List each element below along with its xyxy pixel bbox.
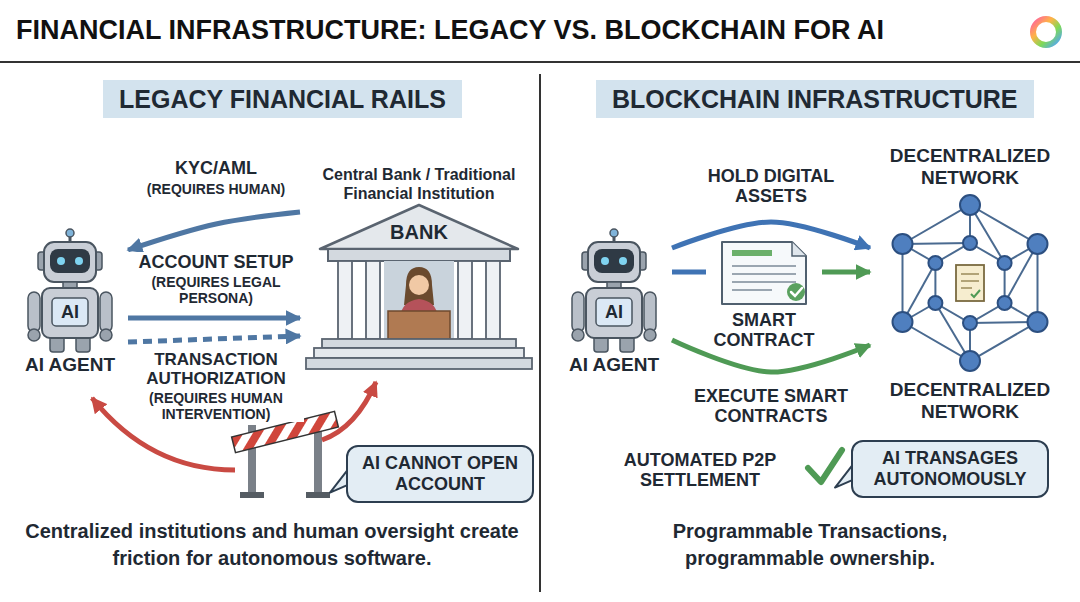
edge-label: TRANSACTION AUTHORIZATION xyxy=(128,350,304,388)
logo-ring xyxy=(1033,19,1059,45)
node-sublabel: DECENTRALIZED NETWORK xyxy=(870,379,1070,423)
edge-label: EXECUTE SMART CONTRACTS xyxy=(676,386,866,426)
node-label: SMART CONTRACT xyxy=(706,310,822,350)
panel-divider xyxy=(539,74,541,592)
node-label: AI CANNOT OPEN ACCOUNT xyxy=(360,453,520,495)
node-label: AI xyxy=(556,302,672,322)
bank-building: Central Bank / Traditional Financial Ins… xyxy=(300,145,538,370)
edge-label: KYC/AML xyxy=(128,158,304,178)
node-sublabel: AI AGENT xyxy=(12,354,128,376)
node-label: BLOCKCHAIN INFRASTRUCTURE xyxy=(612,83,1018,115)
blocked-arrow xyxy=(322,382,376,440)
ai-agent-robot-drawing xyxy=(12,228,128,353)
flow-arrow xyxy=(822,270,870,275)
ai-agent-robot-drawing xyxy=(556,228,672,353)
flow-arrow xyxy=(128,336,300,342)
callout-bubble: AI TRANSAGES AUTONOMOUSLY xyxy=(851,440,1049,498)
node-sublabel: BANK xyxy=(300,221,538,243)
network-graph-drawing xyxy=(870,193,1070,373)
node-label: AI xyxy=(12,302,128,322)
flow-arrow xyxy=(128,212,300,250)
flow-arrow xyxy=(672,270,706,275)
check-mark xyxy=(808,450,842,482)
requirement-note: (REQUIRES HUMAN) xyxy=(128,181,304,197)
barrier-post xyxy=(314,425,322,495)
ai-agent-robot-drawing xyxy=(572,229,656,352)
node-label: Central Bank / Traditional Financial Ins… xyxy=(300,145,538,203)
section-band: BLOCKCHAIN INFRASTRUCTURE xyxy=(596,80,1034,118)
flow-arrow xyxy=(128,316,300,321)
smart-contract-document-drawing xyxy=(722,242,806,304)
network-graph: DECENTRALIZED NETWORK DECENTRALIZED NETWO… xyxy=(870,145,1070,427)
settlement-note: AUTOMATED P2P SETTLEMENT xyxy=(605,450,795,490)
node-label: DECENTRALIZED NETWORK xyxy=(870,145,1070,189)
ai-agent-robot: AI AI AGENT xyxy=(12,228,128,380)
barrier-foot xyxy=(306,492,330,498)
requirement-note: (REQUIRES HUMAN INTERVENTION) xyxy=(128,390,304,422)
panel-caption: Programmable Transactions, programmable … xyxy=(650,518,970,572)
smart-contract-document-drawing xyxy=(706,240,822,306)
ai-agent-robot: AI AI AGENT xyxy=(556,228,672,380)
road-barrier xyxy=(232,411,339,498)
panel-caption: Centralized institutions and human overs… xyxy=(12,518,532,572)
title-rule xyxy=(0,61,1080,63)
network-graph-drawing xyxy=(893,195,1048,371)
edge-label: ACCOUNT SETUP xyxy=(128,252,304,272)
ai-agent-robot-drawing xyxy=(28,229,112,352)
section-band: LEGACY FINANCIAL RAILS xyxy=(103,80,462,118)
node-label: LEGACY FINANCIAL RAILS xyxy=(119,83,446,115)
edge-label: HOLD DIGITAL ASSETS xyxy=(681,166,861,206)
smart-contract-document: SMART CONTRACT xyxy=(706,240,822,352)
diagram-title: FINANCIAL INFRASTRUCTURE: LEGACY VS. BLO… xyxy=(16,14,884,46)
barrier-foot xyxy=(240,492,264,498)
node-label: AI TRANSAGES AUTONOMOUSLY xyxy=(865,448,1035,490)
callout-bubble: AI CANNOT OPEN ACCOUNT xyxy=(346,445,534,503)
requirement-note: (REQUIRES LEGAL PERSONA) xyxy=(128,274,304,306)
node-sublabel: AI AGENT xyxy=(556,354,672,376)
